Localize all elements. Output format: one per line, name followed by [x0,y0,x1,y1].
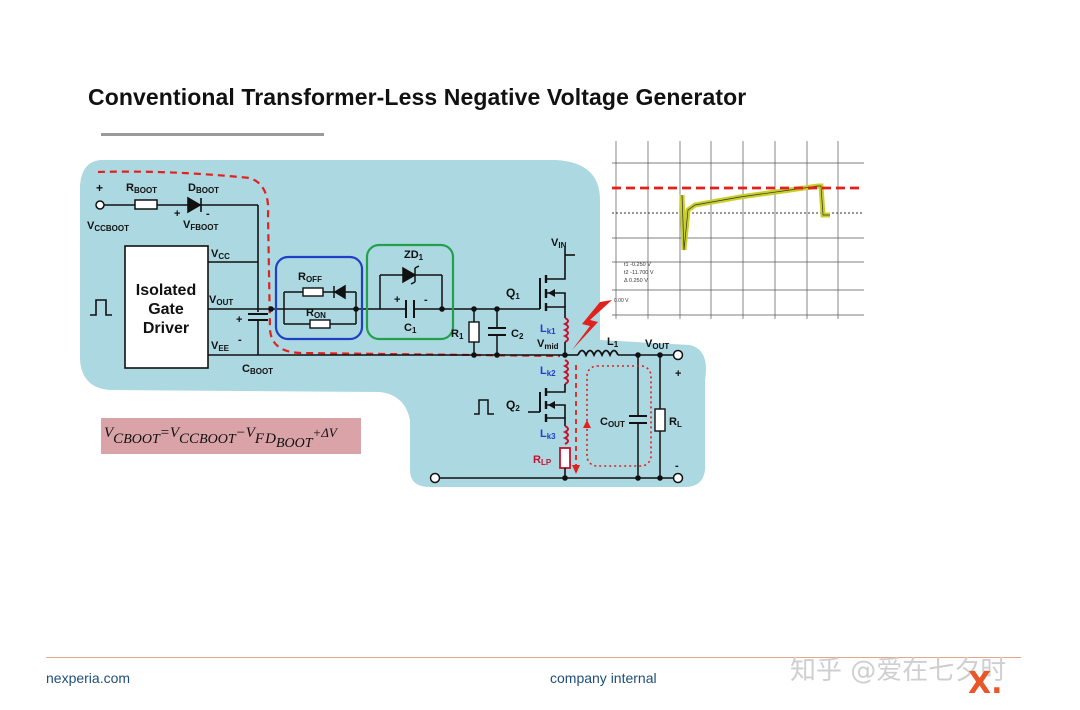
junction-dot [353,306,359,312]
driver-label-3: Driver [143,320,189,337]
lk3-inductor [562,425,569,445]
driver-label-2: Gate [148,301,184,318]
formula: VCBOOT=VCCBOOT−VFDBOOT+ΔV [104,425,339,451]
footer-divider [46,657,1021,658]
vfboot-minus: - [206,208,210,220]
vfboot-label: VFBOOT [183,219,218,232]
lk1-inductor [562,317,569,343]
dboot-diode [187,196,202,214]
zd1-diode [402,265,420,285]
rlp-label: RLP [533,454,552,467]
cboot-minus: - [238,334,242,346]
junction-dot [439,306,445,312]
cboot-label: CBOOT [242,363,273,376]
vout-label: VOUT [645,338,669,351]
q1-label: Q1 [506,286,520,301]
vcc-label: VCC [211,248,230,261]
rl-label: RL [669,416,682,429]
vfboot-plus: + [174,208,180,220]
c1-minus: - [424,294,428,306]
lk1-label: Lk1 [540,323,556,336]
footer-website[interactable]: nexperia.com [46,670,131,686]
vout-terminal [672,349,684,361]
rl-resistor [654,408,666,432]
title-underline [101,133,324,136]
pulse-symbol-q2 [474,399,494,415]
junction-dot [562,475,568,481]
out-minus: - [675,460,679,472]
roff-label: ROFF [298,271,322,284]
l1-label: L1 [607,336,619,349]
out-plus: + [675,368,681,380]
cboot-plus: + [236,314,242,326]
ron-label: RON [306,307,326,320]
red-drop-arrow [572,465,580,474]
zd1-label: ZD1 [404,249,424,262]
vccboot-label: VCCBOOT [87,220,129,233]
scope-readout-3: Δ 0.250 V [624,278,648,284]
r1-resistor [468,321,480,343]
dboot-label: DBOOT [188,182,219,195]
page-title: Conventional Transformer-Less Negative V… [88,84,747,110]
nexperia-logo: X. [968,666,1003,701]
vee-label: VEE [211,340,230,353]
c1-gap [406,300,414,318]
out-minus-terminal [672,472,684,484]
c1-plus: + [394,294,400,306]
c1-label: C1 [404,322,417,335]
junction-dot [657,475,663,481]
q2-drain [546,384,566,393]
vccboot-terminal [95,200,105,210]
ron-resistor [309,319,331,329]
gate-driver-box [124,245,209,369]
q1-arrow [548,289,555,297]
junction-dot [635,475,641,481]
rboot-label: RBOOT [126,182,157,195]
oscilloscope-capture: t1 -0.250 V t2 -11.700 V Δ 0.250 V 0.00 … [612,141,864,319]
current-loop [586,365,652,467]
gate-resistor-box [274,255,364,341]
footer-classification: company internal [550,670,657,686]
rlp-resistor [559,447,571,469]
watermark: 知乎 @爱在七夕时 [790,656,1007,686]
formula-box [101,418,361,454]
vmid-label: Vmid [537,338,559,351]
scope-readout-2: t2 -11.700 V [624,270,654,276]
q2-label: Q2 [506,398,520,413]
lk2-label: Lk2 [540,365,556,378]
roff-diode [333,284,346,300]
ground-terminal [429,472,441,484]
cout-label: COUT [600,416,625,429]
vccboot-plus: + [96,181,103,195]
current-loop-arrow [583,420,591,428]
red-dashed-path [97,170,561,358]
rboot-resistor [134,199,158,210]
r1-label: R1 [451,328,464,341]
q2-arrow [548,401,555,409]
lk2-inductor [562,359,569,385]
scope-marker: 0.00 V [614,298,629,304]
roff-resistor [302,287,324,297]
driver-label-1: Isolated [136,282,196,299]
c2-label: C2 [511,328,524,341]
q1-drain [546,255,566,280]
spike-bolt-icon [572,300,612,350]
l1-inductor [577,349,619,358]
pulse-symbol-left [90,299,112,316]
driver-vout-label: VOUT [209,294,233,307]
lk3-label: Lk3 [540,428,556,441]
zener-cap-box [365,243,455,341]
vin-label: VIN [551,237,567,250]
junction-dot [268,306,274,312]
scope-readout-1: t1 -0.250 V [624,262,651,268]
